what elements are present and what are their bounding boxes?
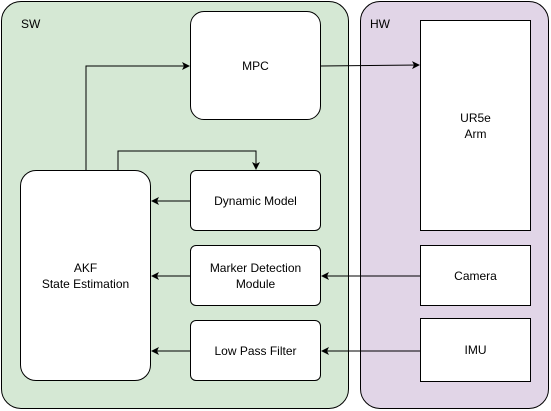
akf-state-estimation-node[interactable]: AKF State Estimation <box>20 170 151 381</box>
low-pass-filter-node[interactable]: Low Pass Filter <box>190 320 321 381</box>
dynamic-model-label: Dynamic Model <box>214 193 297 208</box>
imu-label: IMU <box>464 343 487 357</box>
imu-node[interactable]: IMU <box>420 318 531 382</box>
ur5e-arm-label: UR5e Arm <box>460 110 491 141</box>
hardware-region-label: HW <box>370 17 390 31</box>
mpc-node-label: MPC <box>242 58 269 73</box>
dynamic-model-node[interactable]: Dynamic Model <box>190 170 321 231</box>
mpc-node[interactable]: MPC <box>190 11 321 120</box>
software-region-label: SW <box>21 17 41 31</box>
camera-label: Camera <box>454 268 497 283</box>
ur5e-arm-node[interactable]: UR5e Arm <box>420 20 531 231</box>
marker-detection-module-label: Marker Detection Module <box>209 260 302 291</box>
marker-detection-module-node[interactable]: Marker Detection Module <box>190 245 321 306</box>
akf-state-estimation-label: AKF State Estimation <box>41 260 130 291</box>
camera-node[interactable]: Camera <box>420 245 531 306</box>
low-pass-filter-label: Low Pass Filter <box>214 343 297 358</box>
